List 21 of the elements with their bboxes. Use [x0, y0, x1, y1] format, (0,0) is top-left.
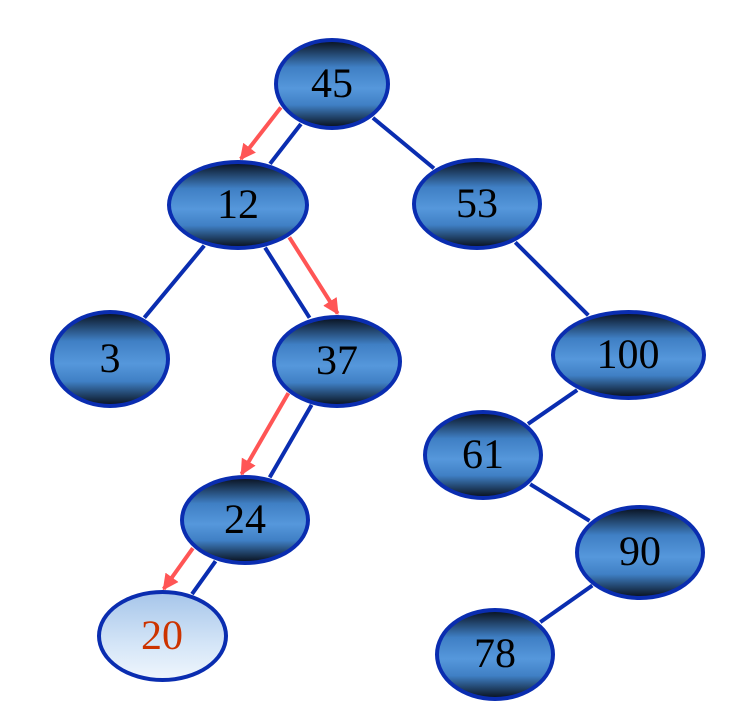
node-value: 12 [217, 184, 259, 226]
tree-edge [526, 388, 578, 426]
node-value: 61 [462, 434, 504, 476]
tree-edge [268, 404, 314, 478]
node-value: 37 [316, 340, 358, 382]
tree-edge [372, 116, 436, 170]
node-value: 3 [100, 338, 120, 380]
node-value: 100 [596, 334, 660, 376]
arrow [240, 392, 290, 476]
node-value: 78 [474, 633, 516, 675]
tree-edge [529, 482, 591, 522]
arrow [162, 547, 194, 590]
node-value: 45 [311, 63, 353, 105]
tree-edge [539, 584, 594, 624]
arrow [239, 106, 282, 160]
node-value: 24 [224, 499, 266, 541]
tree-edge [514, 240, 590, 317]
node-value: 53 [456, 183, 498, 225]
node-value: 20 [141, 615, 183, 657]
tree-edge [263, 246, 312, 319]
node-value: 90 [619, 531, 661, 573]
